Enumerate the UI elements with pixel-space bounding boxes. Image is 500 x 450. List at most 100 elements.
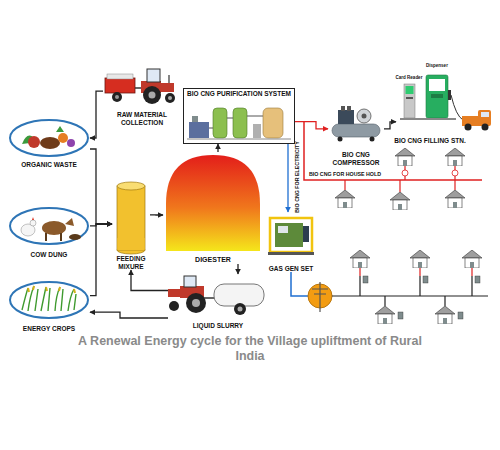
generator-set-drawing xyxy=(268,212,314,256)
illustration-part xyxy=(238,307,243,312)
illustration-part xyxy=(213,108,227,138)
feeding-tank: FEEDING MIXURE xyxy=(112,178,150,270)
illustration-part xyxy=(28,136,40,148)
generator-set: GAS GEN SET xyxy=(268,212,314,272)
card-reader-label: Card Reader xyxy=(396,75,423,81)
illustration-part xyxy=(400,118,456,120)
illustration-part xyxy=(10,208,88,244)
flow-label: BIO CNG FOR HOUSE HOLD xyxy=(309,171,381,177)
house-symbol xyxy=(445,190,465,208)
digester-dome-drawing xyxy=(163,152,263,252)
tractor-collection-drawing xyxy=(103,66,181,106)
gas-pipe xyxy=(304,122,482,180)
illustration-part xyxy=(357,109,371,123)
illustration-part xyxy=(117,186,145,250)
flow-arrow xyxy=(90,224,112,226)
illustration-part xyxy=(406,97,413,99)
dispenser-label: Dispenser xyxy=(426,63,448,69)
source-oval: ORGANIC WASTE xyxy=(8,118,90,168)
illustration-part xyxy=(448,90,451,100)
illustration-part xyxy=(303,226,309,242)
node-label: RAW MATERIAL COLLECTION xyxy=(101,111,183,126)
pickup-bed xyxy=(462,116,480,126)
illustration-part xyxy=(22,286,76,311)
illustration-part xyxy=(338,110,354,124)
illustration-part xyxy=(168,289,181,297)
illustration-part xyxy=(278,226,288,233)
illustration-part xyxy=(10,120,88,156)
node-label: BIO CNG COMPRESSOR xyxy=(326,151,386,166)
house-symbol xyxy=(390,192,410,210)
wheel xyxy=(482,124,489,131)
illustration-part xyxy=(168,75,169,83)
illustration-part xyxy=(341,106,345,111)
illustration-part xyxy=(149,92,156,99)
illustration-part xyxy=(338,137,343,142)
illustration-part xyxy=(165,93,175,103)
illustration-part xyxy=(431,94,443,98)
illustration-part xyxy=(370,137,375,142)
illustration-part xyxy=(115,95,119,99)
flow-arrow xyxy=(90,224,112,296)
flow-arrow xyxy=(131,270,168,291)
house-symbol xyxy=(445,148,465,166)
house-symbol xyxy=(462,250,482,268)
node-label: FEEDING MIXURE xyxy=(110,255,152,270)
illustration-part xyxy=(32,217,34,220)
compressor-unit-drawing xyxy=(328,104,384,142)
flow-arrow xyxy=(287,144,288,212)
illustration-part xyxy=(189,122,209,138)
power-line xyxy=(332,276,488,306)
illustration-part xyxy=(65,218,74,226)
illustration-part xyxy=(429,79,445,91)
purification-box: BIO CNG PURIFICATION SYSTEM xyxy=(183,88,295,144)
diagram-caption: A Renewal Energy cycle for the Village u… xyxy=(70,334,430,364)
illustration-part xyxy=(28,286,75,293)
fuel-hose xyxy=(451,95,463,120)
digester-dome: DIGESTER xyxy=(163,152,263,264)
gas-household-network xyxy=(304,122,482,210)
house-symbol xyxy=(395,148,415,166)
illustration-part xyxy=(69,234,81,240)
illustration-part xyxy=(30,220,36,226)
illustration-part xyxy=(204,297,214,299)
slurry-tanker: LIQUID SLURRY xyxy=(168,274,268,329)
illustration-part xyxy=(362,114,367,119)
flow-arrow xyxy=(90,149,112,224)
illustration-part xyxy=(169,301,179,311)
illustration-part xyxy=(406,86,414,94)
illustration-part xyxy=(107,74,133,79)
node-label: BIO CNG FILLING STN. xyxy=(394,137,466,145)
illustration-part xyxy=(166,155,260,251)
node-label: DIGESTER xyxy=(161,256,265,264)
illustration-part xyxy=(186,293,206,313)
source-oval: ENERGY CROPS xyxy=(8,280,90,332)
electric-meter xyxy=(458,312,463,319)
illustration-part xyxy=(58,133,68,143)
flow-arrow xyxy=(90,91,103,138)
filling-station: BIO CNG FILLING STN. xyxy=(396,70,464,144)
electric-meter xyxy=(475,276,480,283)
electric-meter xyxy=(363,276,368,283)
illustration-part xyxy=(56,126,64,132)
illustration-part xyxy=(214,284,264,306)
illustration-part xyxy=(253,124,261,138)
house-symbol xyxy=(435,306,455,324)
tractor-collection: RAW MATERIAL COLLECTION xyxy=(103,66,181,126)
illustration-part xyxy=(45,233,47,241)
flow-arrow xyxy=(384,122,396,129)
illustration-part xyxy=(270,218,312,252)
illustration-part xyxy=(67,139,75,147)
illustration-part xyxy=(187,139,291,140)
illustration-part xyxy=(192,116,198,122)
source-oval-drawing xyxy=(8,280,90,320)
feeding-tank-drawing xyxy=(112,178,150,256)
source-oval: COW DUNG xyxy=(8,206,90,258)
compressor-unit: BIO CNG COMPRESSOR xyxy=(328,104,384,166)
node-label: LIQUID SLURRY xyxy=(166,322,270,330)
illustration-part xyxy=(117,238,144,250)
illustration-part xyxy=(147,69,160,82)
service-wire xyxy=(360,268,472,276)
illustration-part xyxy=(112,92,122,102)
